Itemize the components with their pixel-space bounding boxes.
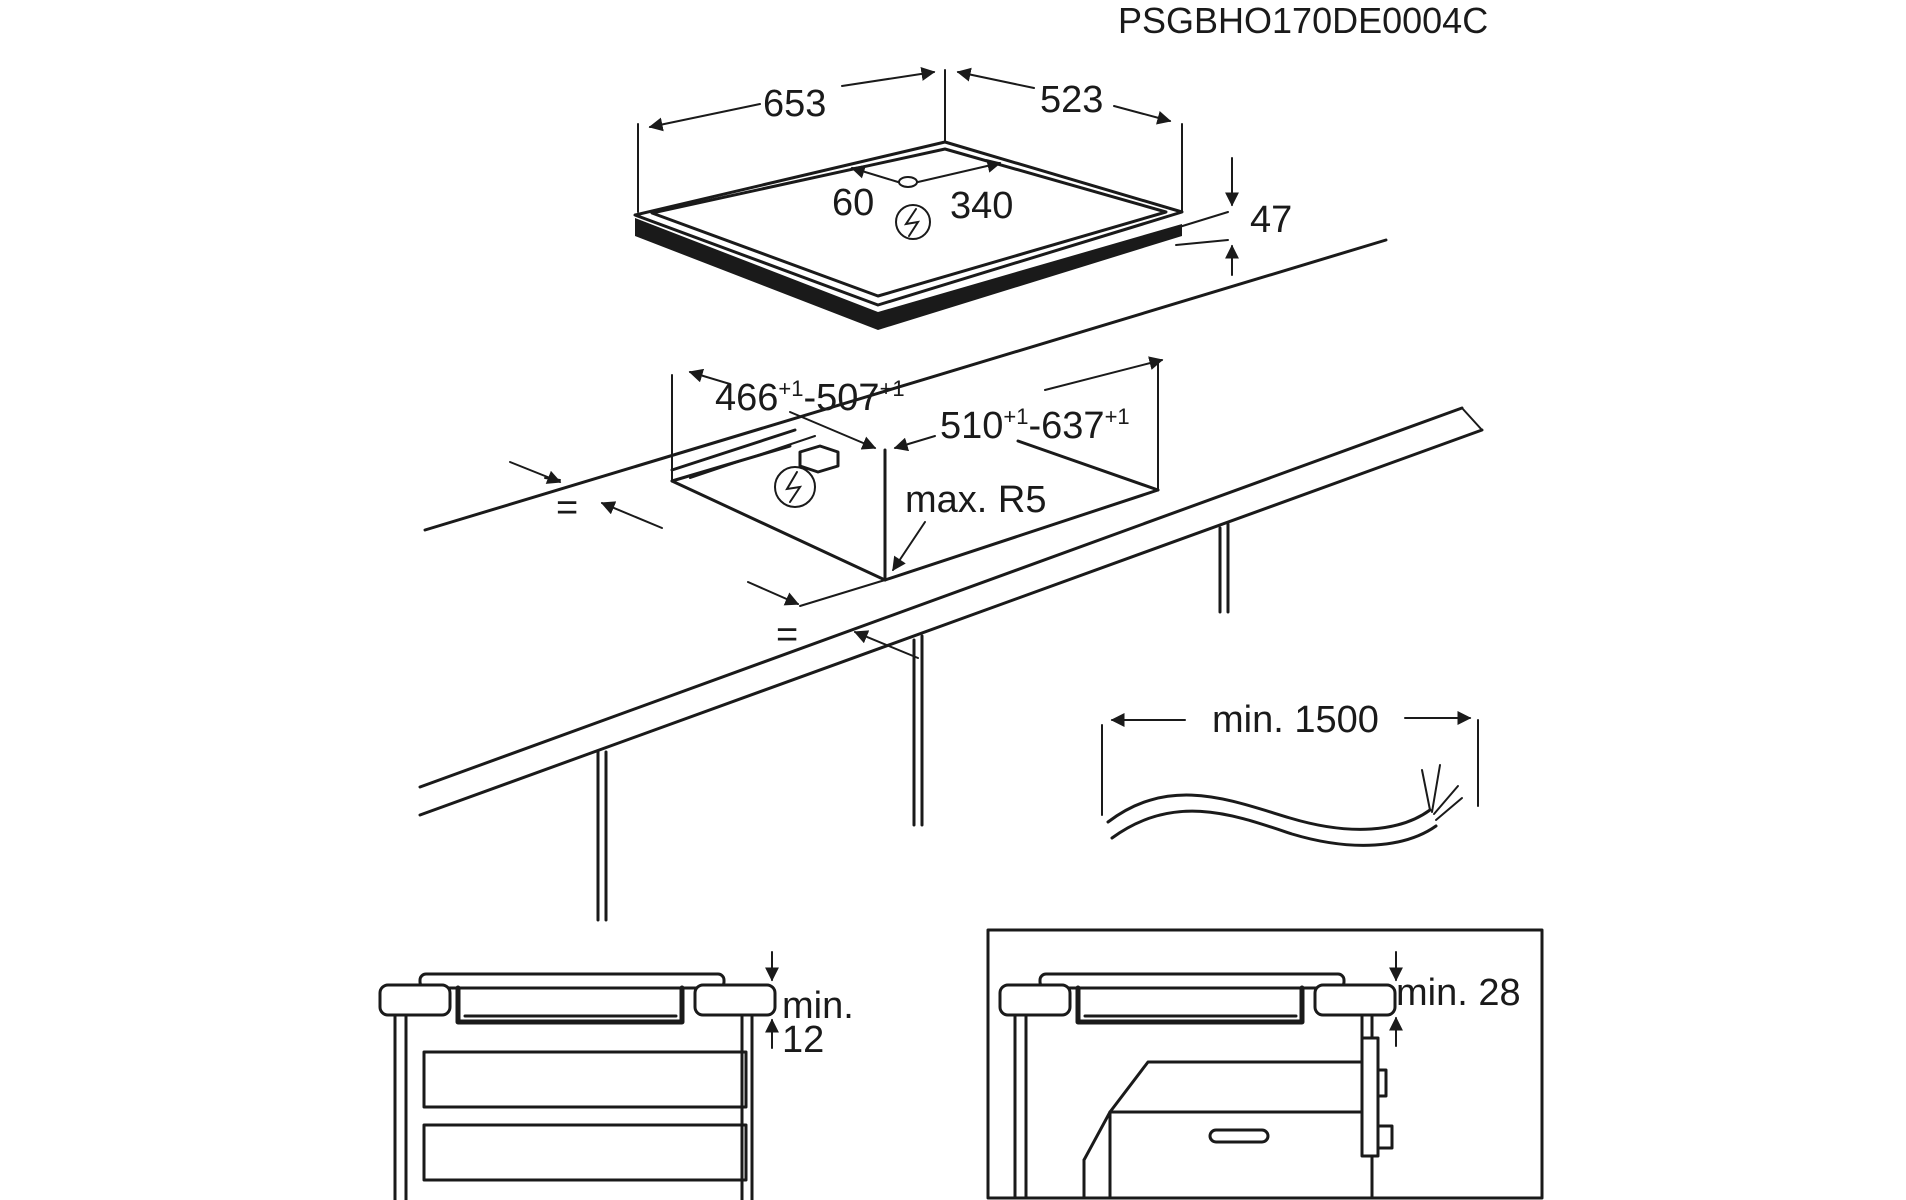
cutout-width: 510+1-637+1 bbox=[940, 404, 1130, 447]
installation-right: min. 28 bbox=[986, 928, 1544, 1200]
clearance-left-value: 12 bbox=[782, 1019, 824, 1061]
hob-height-label: 47 bbox=[1250, 199, 1292, 241]
clearance-right-label: min. 28 bbox=[1396, 972, 1521, 1014]
cutout-radius-label: max. R5 bbox=[905, 479, 1046, 521]
clearance-left-label: min. bbox=[782, 985, 854, 1027]
cable-offset-front-label: 340 bbox=[950, 185, 1013, 227]
electric-connection-icon bbox=[895, 204, 931, 240]
electric-connection-icon-cutout bbox=[774, 466, 816, 508]
worktop-drawing: 466+1-507+1 510+1-637+1 max. R5 = = bbox=[418, 238, 1484, 922]
hob-depth-label: 523 bbox=[1040, 79, 1103, 121]
hob-width-label: 653 bbox=[763, 83, 826, 125]
installation-left: min. 12 bbox=[378, 951, 854, 1200]
cutout-depth-min: 466+1-507+1 bbox=[715, 376, 905, 419]
cable-length-label: min. 1500 bbox=[1212, 699, 1379, 741]
document-code: PSGBHO170DE0004C bbox=[1118, 0, 1488, 41]
cable-offset-side-label: 60 bbox=[832, 182, 874, 224]
equal-mark-back: = bbox=[556, 487, 578, 529]
cable-drawing: min. 1500 bbox=[1101, 699, 1479, 847]
equal-mark-front: = bbox=[776, 614, 798, 656]
hob-drawing: 653 523 47 60 340 bbox=[633, 66, 1292, 330]
